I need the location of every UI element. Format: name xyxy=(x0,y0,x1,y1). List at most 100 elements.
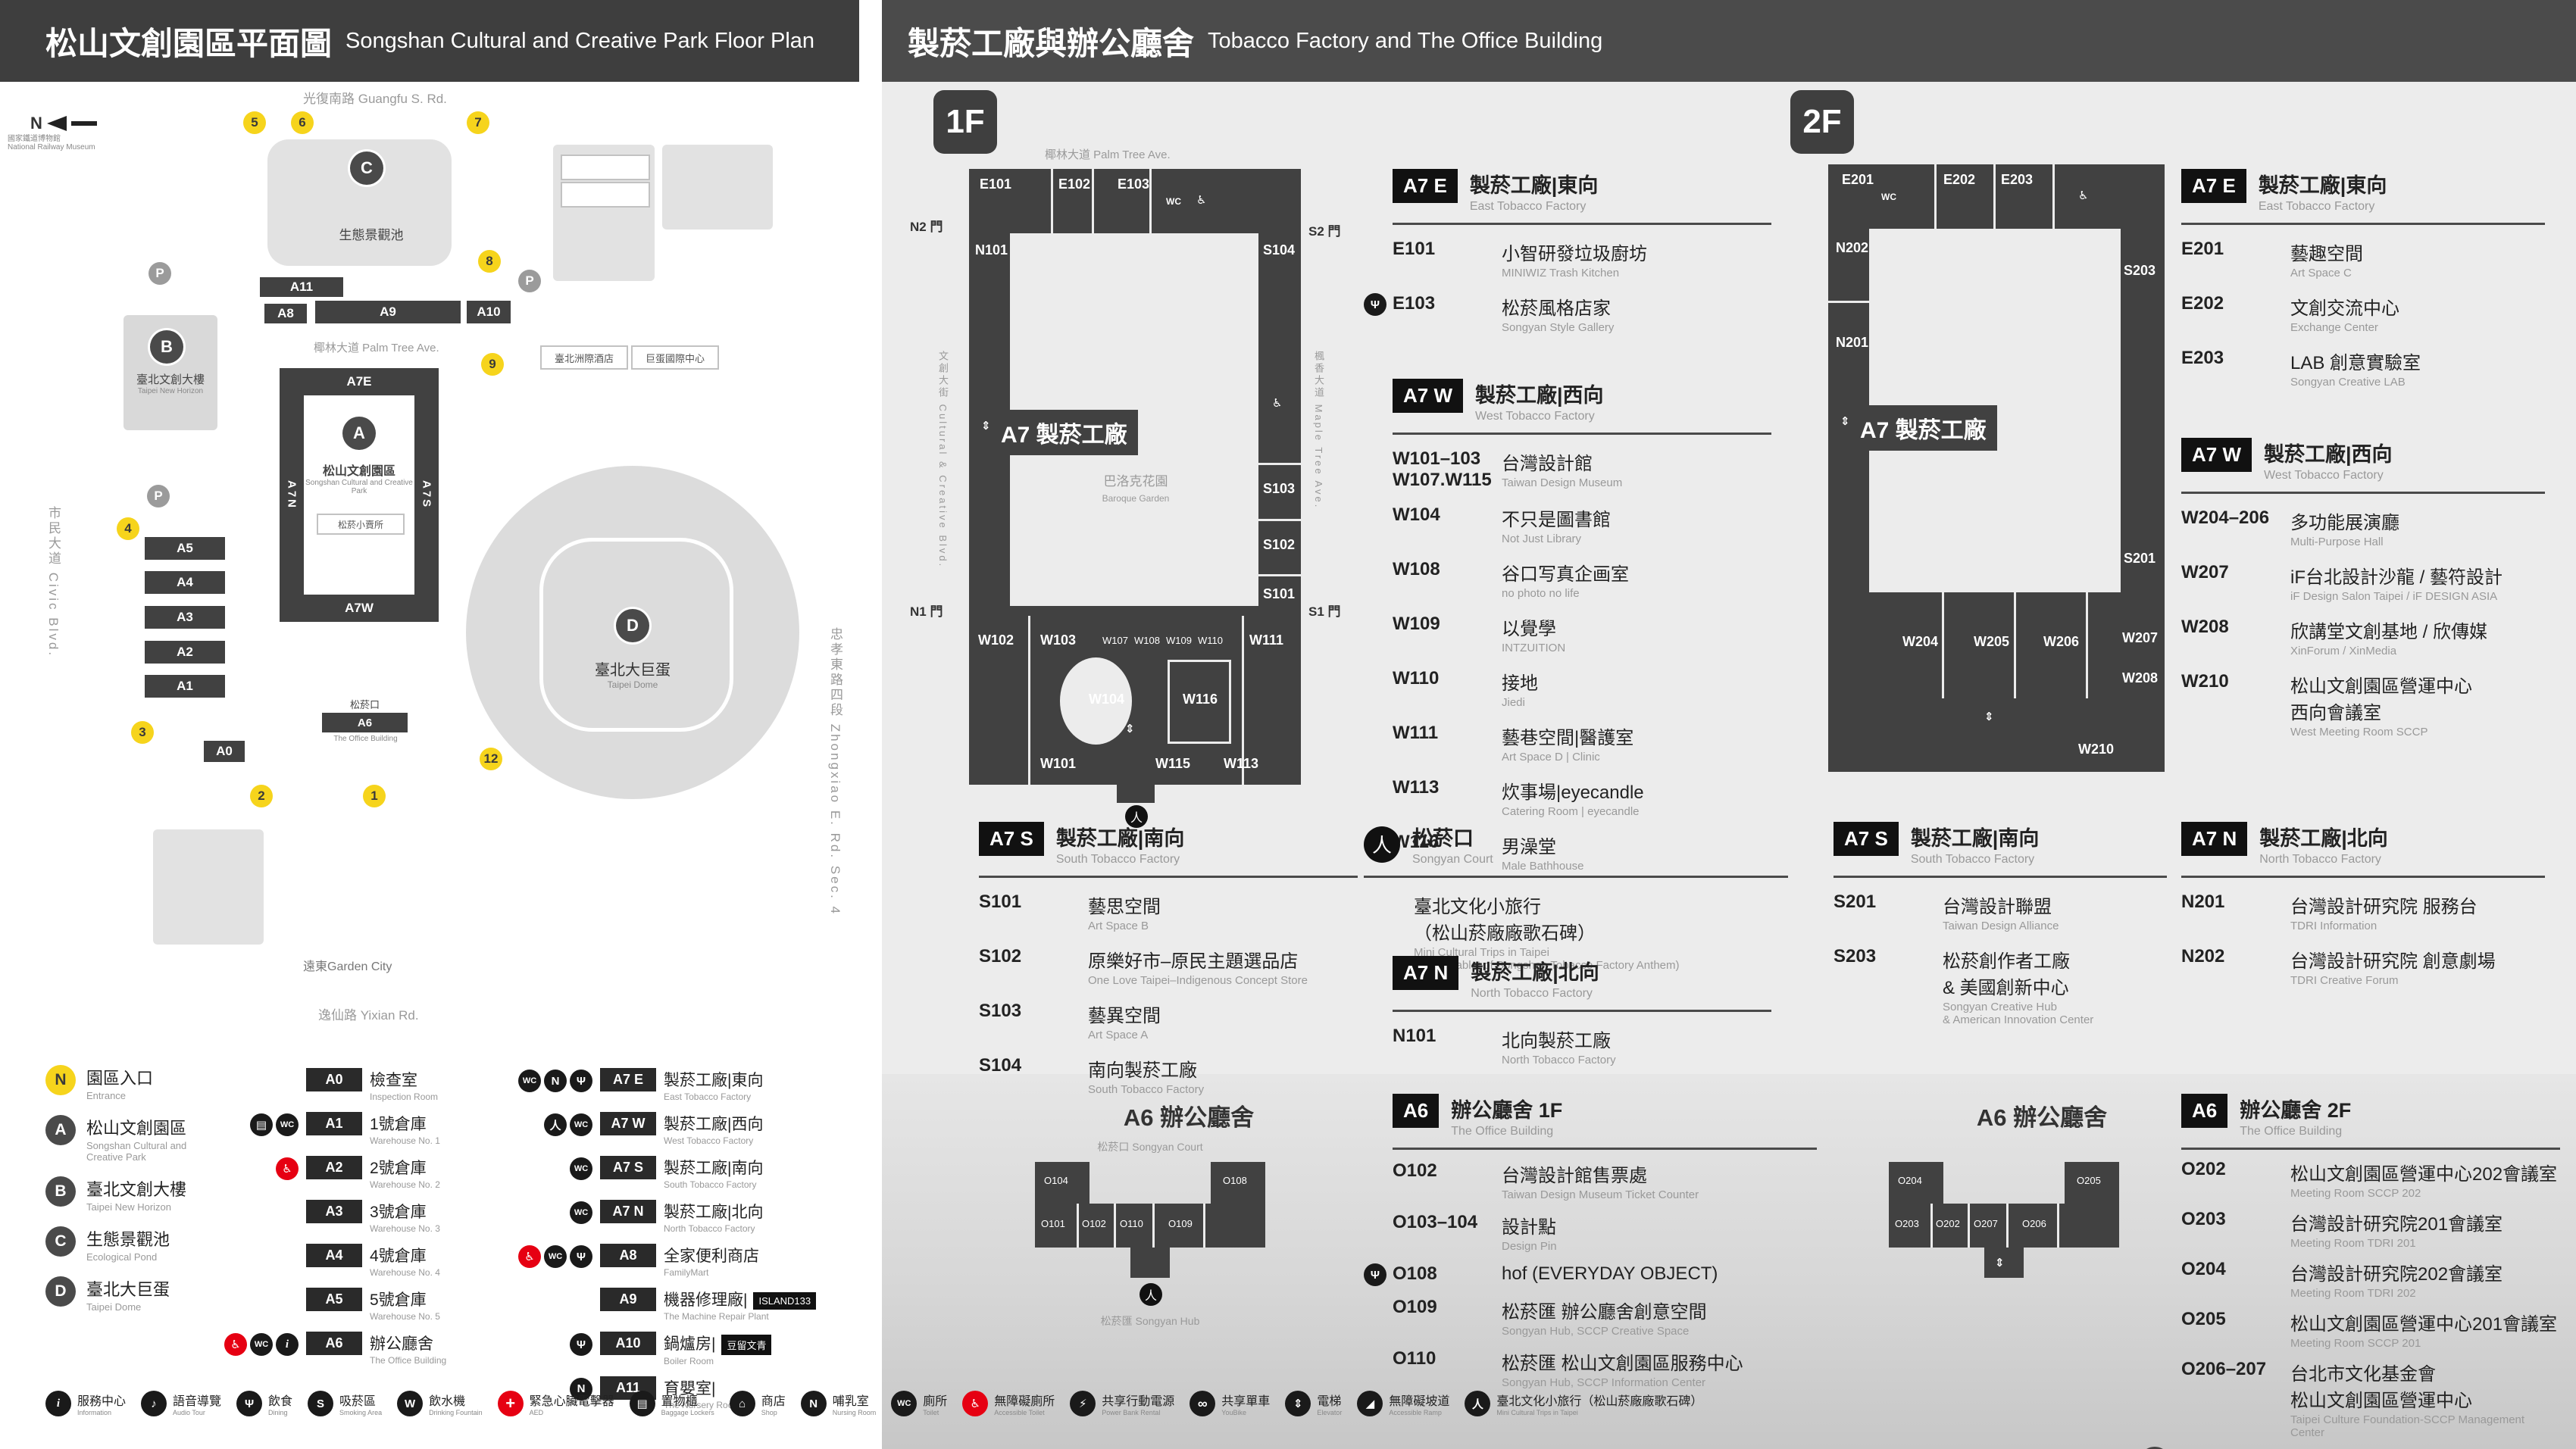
section-title: 製菸工廠|東向 East Tobacco Factory xyxy=(2259,169,2387,214)
legend-factory-icons xyxy=(514,1376,592,1401)
legend-building-icons xyxy=(220,1068,299,1070)
facility-text: 緊急心臟電擊器 AED xyxy=(530,1391,614,1416)
facility-zh: 飲食 xyxy=(268,1395,293,1408)
room-label-E102: E102 xyxy=(1058,176,1091,192)
entry-names: 松山文創園區營運中心 西向會議室 West Meeting Room SCCP xyxy=(2290,671,2472,739)
legend-area-row: D 臺北大巨蛋 Taipei Dome xyxy=(45,1276,220,1313)
facility-en: AED xyxy=(529,1409,544,1416)
legend-building-icons xyxy=(220,1244,299,1245)
entry-zh: 藝思空間 xyxy=(1088,897,1161,917)
floor-plan-a6-2f: O204 O205 O203 O202 O207 O206 xyxy=(1889,1133,2119,1360)
section-badge: A7 S xyxy=(979,822,1044,856)
legend-factory-icons xyxy=(514,1112,592,1136)
facility-zh: 無障礙坡道 xyxy=(1389,1395,1450,1408)
section-title: 製菸工廠|北向 North Tobacco Factory xyxy=(1471,956,1599,1001)
locker-icon xyxy=(250,1113,273,1136)
gate-n2: N2 門 xyxy=(910,220,943,234)
room-label-O206: O206 xyxy=(2022,1218,2046,1229)
building-a3: A3 xyxy=(145,606,225,629)
entry-code: W204–206 xyxy=(2181,507,2270,528)
taipei-dome-en: Taipei Dome xyxy=(607,679,658,690)
entry-code: O202 xyxy=(2181,1159,2226,1179)
park-center-zh: 松山文創園區 xyxy=(322,465,395,478)
entrance-pin-3: 3 xyxy=(131,721,154,744)
directory-entry: O205 松山文創園區營運中心201會議室 Meeting Room SCCP … xyxy=(2181,1309,2560,1350)
plan1f-south-wing xyxy=(969,606,1301,785)
room-label-S104: S104 xyxy=(1263,242,1296,258)
room-label-W210: W210 xyxy=(2078,742,2115,757)
directory-entry: S104 南向製菸工廠 South Tobacco Factory xyxy=(979,1055,1358,1096)
entry-names: 松山文創園區營運中心202會議室 Meeting Room SCCP 202 xyxy=(2290,1159,2557,1200)
section-header: A7 W 製菸工廠|西向 West Tobacco Factory xyxy=(2181,438,2545,494)
plan1f-east-wing xyxy=(1258,233,1301,606)
legend-building-row: A5 5號倉庫 Warehouse No. 5 xyxy=(220,1288,511,1322)
entry-names: 台灣設計聯盟 Taiwan Design Alliance xyxy=(1943,892,2059,932)
right-panel-background xyxy=(882,82,2576,1074)
legend-area-zh: 臺北大巨蛋 xyxy=(86,1280,170,1299)
room-label-W101: W101 xyxy=(1040,756,1077,771)
entry-en: Songyan Hub, SCCP Creative Space xyxy=(1502,1325,1690,1338)
accessible-icon xyxy=(1196,193,1206,207)
legend-factory-text: 製菸工廠|西向 West Tobacco Factory xyxy=(664,1112,763,1146)
section-a6-1f: A6 辦公廳舍 1F The Office Building O102 台灣設計… xyxy=(1364,1094,1817,1389)
park-center-label: 松山文創園區 Songshan Cultural and Creative Pa… xyxy=(305,461,413,495)
facility-icon xyxy=(141,1391,167,1416)
section-title-zh: 製菸工廠|西向 xyxy=(2264,443,2393,466)
legend-area-row: B 臺北文創大樓 Taipei New Horizon xyxy=(45,1176,220,1213)
a6-1f-wing-left xyxy=(1035,1162,1089,1204)
nursing-icon xyxy=(570,1377,592,1401)
section-badge: A7 W xyxy=(2181,438,2252,472)
section-title-en: The Office Building xyxy=(1451,1125,1554,1138)
entry-code: E201 xyxy=(2181,239,2224,259)
section-title: 製菸工廠|西向 West Tobacco Factory xyxy=(2264,438,2393,482)
facility-zh: 置物櫃 xyxy=(661,1395,698,1408)
directory-entry: O203 台灣設計研究院201會議室 Meeting Room TDRI 201 xyxy=(2181,1209,2560,1250)
room-label-W104: W104 xyxy=(1089,692,1125,707)
street-right: 忠孝東路四段 Zhongxiao E. Rd. Sec. 4 xyxy=(828,627,843,916)
room-label-O110: O110 xyxy=(1120,1218,1143,1229)
section-title: 製菸工廠|東向 East Tobacco Factory xyxy=(1470,169,1599,214)
room-label-W206: W206 xyxy=(2043,634,2080,649)
neighbor-box-1 xyxy=(561,155,650,180)
entry-en: Art Space B xyxy=(1088,920,1149,932)
room-label-S201: S201 xyxy=(2124,551,2156,566)
legend-area-text: 臺北文創大樓 Taipei New Horizon xyxy=(86,1176,186,1213)
entry-names: 藝異空間 Art Space A xyxy=(1088,1001,1161,1041)
entry-en: INTZUITION xyxy=(1502,642,1566,654)
entry-en: Multi-Purpose Hall xyxy=(2290,536,2384,548)
section-header: A7 E 製菸工廠|東向 East Tobacco Factory xyxy=(2181,169,2545,225)
legend-factory-zh-text: 育嬰室| xyxy=(664,1379,716,1397)
street-bottom: 逸仙路 Yixian Rd. xyxy=(318,1008,419,1023)
floor-plan-a6-1f: 松菸口 Songyan Court O104 O108 O101 O102 O1… xyxy=(1035,1133,1265,1360)
directory-entry: W104 不只是圖書館 Not Just Library xyxy=(1393,504,1771,545)
entry-en: XinForum / XinMedia xyxy=(2290,645,2397,657)
room-label-O205: O205 xyxy=(2077,1175,2101,1186)
section-title-zh: 製菸工廠|北向 xyxy=(2259,827,2388,850)
entry-code: N202 xyxy=(2181,946,2225,967)
wc-icon xyxy=(250,1333,273,1356)
room-label-S102: S102 xyxy=(1263,537,1296,552)
elevator-icon xyxy=(1840,414,1850,428)
factory-bar-a7n: A7N xyxy=(280,395,304,595)
factory-a7w-label: A7W xyxy=(345,601,374,615)
legend-building-code: A0 xyxy=(306,1068,362,1091)
courtyard-en: Baroque Garden xyxy=(1102,492,1170,504)
entrance-pin-1: 1 xyxy=(363,785,386,807)
entry-code: W108 xyxy=(1393,559,1440,579)
entry-en: Not Just Library xyxy=(1502,532,1582,545)
park-map: N 國家鐵道博物館 National Railway Museum 光復南路 G… xyxy=(0,82,859,1059)
pond-pin-c: C xyxy=(350,151,383,185)
factory-a7n-label: A7N xyxy=(285,479,299,510)
facility-legend-item: 飲水機 Drinking Fountain xyxy=(397,1391,483,1416)
section-title-en: East Tobacco Factory xyxy=(1469,200,1587,213)
building-a2: A2 xyxy=(145,641,225,664)
a6-2f-wing-right xyxy=(2065,1162,2119,1204)
room-label-E202: E202 xyxy=(1943,172,1976,187)
section-title-en: East Tobacco Factory xyxy=(2258,200,2375,213)
plan2f-title: A7 製菸工廠 xyxy=(1849,405,1997,451)
section-badge: A7 W xyxy=(1393,379,1463,413)
section-badge: A6 xyxy=(1393,1094,1440,1128)
facility-icon xyxy=(1190,1391,1216,1416)
legend-factory-zh: 製菸工廠|南向 xyxy=(664,1156,763,1179)
entry-en: iF Design Salon Taipei / iF DESIGN ASIA xyxy=(2290,590,2498,603)
